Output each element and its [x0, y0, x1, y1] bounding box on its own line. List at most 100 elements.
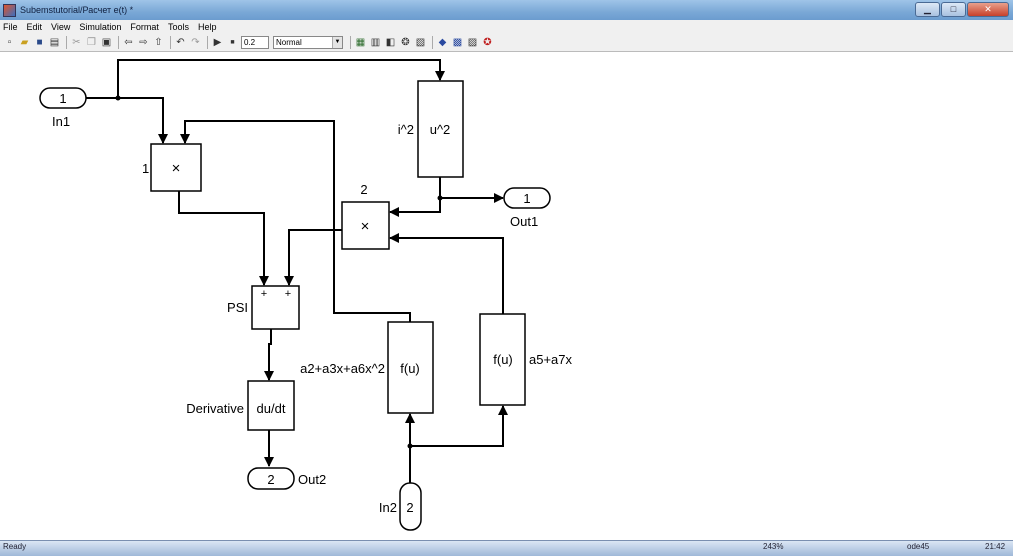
- model-canvas[interactable]: 1 In1 × 1 u^2 i^2 1 Out1 × 2: [0, 53, 1013, 540]
- toolbar-separator: [118, 36, 119, 49]
- undo-icon[interactable]: ↶: [176, 37, 185, 48]
- chevron-down-icon: ▼: [332, 37, 342, 48]
- model-explorer-icon[interactable]: ◆: [438, 37, 447, 48]
- cut-icon[interactable]: ✂: [72, 37, 81, 48]
- debugger-icon[interactable]: ▨: [467, 37, 478, 48]
- branch-point: [407, 443, 413, 449]
- signal-product1-to-sum[interactable]: [178, 191, 269, 286]
- close-button[interactable]: ✕: [967, 2, 1009, 17]
- svg-text:f(u): f(u): [493, 352, 513, 367]
- svg-text:×: ×: [172, 160, 181, 177]
- signal-fcn1-to-product1[interactable]: [180, 120, 411, 322]
- up-arrow-icon[interactable]: ⇧: [154, 37, 163, 48]
- svg-text:i^2: i^2: [398, 122, 414, 137]
- print-icon[interactable]: ▤: [49, 37, 60, 48]
- open-folder-icon[interactable]: ▰: [20, 37, 29, 48]
- block-diagram: 1 In1 × 1 u^2 i^2 1 Out1 × 2: [39, 59, 573, 531]
- svg-text:a5+a7x: a5+a7x: [529, 352, 573, 367]
- svg-text:In1: In1: [52, 114, 70, 129]
- signal-lines: [86, 59, 508, 483]
- svg-text:2: 2: [267, 472, 274, 487]
- signal-square-to-product2[interactable]: [389, 177, 441, 217]
- stop-icon[interactable]: ■: [230, 39, 235, 46]
- svg-text:+: +: [285, 288, 291, 300]
- menu-simulation[interactable]: Simulation: [79, 22, 122, 32]
- outport-out2[interactable]: 2 Out2: [247, 467, 326, 490]
- math-function-square[interactable]: u^2 i^2: [398, 80, 464, 178]
- explorer-icon[interactable]: ▩: [452, 37, 463, 48]
- window-controls: ▁ □ ✕: [915, 2, 1009, 17]
- product-block-1[interactable]: × 1: [142, 143, 202, 192]
- branch-point: [437, 195, 443, 201]
- toolbar-separator: [66, 36, 67, 49]
- svg-text:2: 2: [360, 182, 367, 197]
- menu-help[interactable]: Help: [197, 22, 217, 32]
- menu-file[interactable]: File: [3, 22, 18, 32]
- solver-name: ode45: [907, 542, 930, 551]
- clock: 21:42: [985, 542, 1006, 551]
- signal-in1-to-product1[interactable]: [118, 97, 168, 144]
- product-block-2[interactable]: × 2: [341, 182, 390, 250]
- svg-text:PSI: PSI: [227, 300, 248, 315]
- forward-arrow-icon[interactable]: ⇨: [139, 37, 148, 48]
- svg-text:f(u): f(u): [400, 361, 420, 376]
- menu-tools[interactable]: Tools: [167, 22, 189, 32]
- window-title: Subemstutorial/Расчет e(t) *: [20, 5, 134, 15]
- menu-view[interactable]: View: [51, 22, 71, 32]
- sum-block-psi[interactable]: + + PSI: [227, 285, 300, 330]
- simulation-mode-value: Normal: [276, 38, 302, 47]
- paste-icon[interactable]: ▣: [101, 37, 112, 48]
- build-icon[interactable]: ▦: [355, 37, 366, 48]
- status-bar: Ready 243% ode45 21:42: [0, 540, 1013, 556]
- run-icon[interactable]: ▶: [213, 37, 222, 48]
- simulink-app-icon: [3, 3, 16, 17]
- toolbar-separator: [207, 36, 208, 49]
- svg-text:×: ×: [361, 218, 370, 235]
- svg-text:+: +: [261, 288, 267, 300]
- fcn-block-1[interactable]: f(u) a2+a3x+a6x^2: [300, 321, 434, 414]
- menu-bar: File Edit View Simulation Format Tools H…: [0, 20, 1013, 34]
- library-browser-icon[interactable]: ▧: [415, 37, 426, 48]
- debug-icon[interactable]: ❂: [401, 37, 410, 48]
- simulation-mode-select[interactable]: Normal ▼: [273, 36, 343, 49]
- svg-text:2: 2: [406, 500, 413, 515]
- svg-text:1: 1: [142, 161, 149, 176]
- outport-out1[interactable]: 1 Out1: [503, 187, 551, 229]
- status-text: Ready: [3, 542, 27, 551]
- toolbar-separator: [170, 36, 171, 49]
- svg-text:du/dt: du/dt: [257, 401, 286, 416]
- signal-sum-to-derivative[interactable]: [264, 329, 274, 381]
- inport-in1[interactable]: 1 In1: [39, 87, 87, 129]
- svg-text:u^2: u^2: [430, 122, 451, 137]
- minimize-button[interactable]: ▁: [915, 2, 940, 17]
- help-icon[interactable]: ✪: [483, 37, 492, 48]
- fcn-block-2[interactable]: f(u) a5+a7x: [479, 313, 573, 406]
- copy-icon[interactable]: ❐: [87, 37, 96, 48]
- model-advisor-icon[interactable]: ◧: [385, 37, 396, 48]
- redo-icon[interactable]: ↷: [191, 37, 200, 48]
- update-diagram-icon[interactable]: ▥: [370, 37, 381, 48]
- menu-format[interactable]: Format: [130, 22, 159, 32]
- svg-text:Derivative: Derivative: [186, 401, 244, 416]
- svg-text:Out2: Out2: [298, 472, 326, 487]
- save-icon[interactable]: ■: [36, 37, 43, 48]
- menu-edit[interactable]: Edit: [26, 22, 43, 32]
- toolbar-separator: [350, 36, 351, 49]
- zoom-level: 243%: [763, 542, 784, 551]
- signal-in1-to-square[interactable]: [117, 59, 445, 98]
- signal-in2-to-fcn2[interactable]: [410, 405, 508, 447]
- back-arrow-icon[interactable]: ⇦: [124, 37, 133, 48]
- branch-point: [115, 95, 121, 101]
- svg-text:Out1: Out1: [510, 214, 538, 229]
- stop-time-input[interactable]: 0.2: [241, 36, 269, 49]
- signal-product2-to-sum[interactable]: [284, 229, 342, 286]
- svg-text:In2: In2: [379, 500, 397, 515]
- toolbar-separator: [432, 36, 433, 49]
- svg-text:1: 1: [59, 91, 66, 106]
- toolbar: ▫ ▰ ■ ▤ ✂ ❐ ▣ ⇦ ⇨ ⇧ ↶ ↷ ▶ ■ 0.2 Normal ▼…: [0, 34, 1013, 52]
- maximize-button[interactable]: □: [941, 2, 966, 17]
- new-model-icon[interactable]: ▫: [7, 37, 12, 48]
- inport-in2[interactable]: 2 In2: [379, 482, 422, 531]
- signal-fcn2-to-product2[interactable]: [389, 233, 504, 314]
- derivative-block[interactable]: du/dt Derivative: [186, 380, 295, 431]
